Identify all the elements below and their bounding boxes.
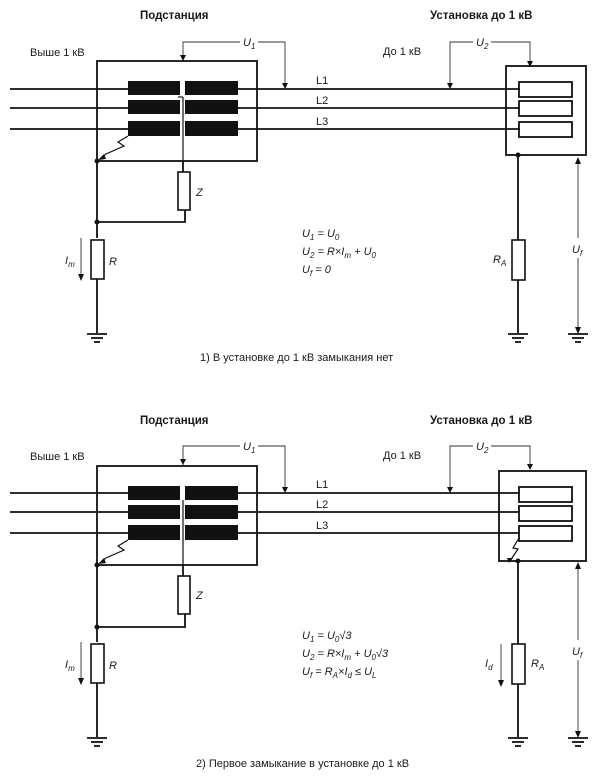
installation-enclosure bbox=[498, 470, 587, 562]
im-label: Im bbox=[65, 255, 75, 269]
transformer bbox=[128, 81, 238, 161]
resistor-ra bbox=[511, 643, 526, 685]
u1-voltage-bracket: U1 bbox=[180, 37, 288, 89]
diagram-first-fault: Подстанция Установка до 1 кВ Выше 1 кВ Д… bbox=[10, 415, 588, 770]
ra-label: RA bbox=[493, 254, 506, 268]
low-voltage-label: До 1 кВ bbox=[383, 46, 421, 58]
ra-label: RA bbox=[531, 658, 544, 672]
ground-icon bbox=[87, 737, 107, 747]
high-voltage-label: Выше 1 кВ bbox=[30, 451, 85, 463]
line-label-l1: L1 bbox=[316, 75, 328, 87]
ground-icon bbox=[568, 333, 588, 343]
substation-title: Подстанция bbox=[140, 10, 209, 22]
formulas: U1 = U0 U2 = R×Im + U0 Uf = 0 bbox=[302, 228, 377, 278]
fault-arc-icon bbox=[100, 539, 129, 563]
transformer bbox=[128, 486, 238, 565]
line-label-l3: L3 bbox=[316, 116, 328, 128]
load-phase-3 bbox=[518, 525, 573, 542]
line-label-l2: L2 bbox=[316, 499, 328, 511]
diagram-no-fault: Подстанция Установка до 1 кВ Выше 1 кВ Д… bbox=[10, 10, 588, 364]
impedance-z bbox=[177, 575, 191, 615]
u2-voltage-bracket: U2 bbox=[447, 441, 533, 493]
u2-voltage-bracket: U2 bbox=[447, 37, 533, 89]
u2-label: U2 bbox=[476, 37, 489, 51]
caption: 1) В установке до 1 кВ замыкания нет bbox=[200, 352, 393, 364]
ground-icon bbox=[87, 333, 107, 343]
z-label: Z bbox=[195, 590, 204, 602]
ground-icon bbox=[568, 737, 588, 747]
u1-label: U1 bbox=[243, 37, 255, 51]
load-phase-1 bbox=[518, 486, 573, 503]
impedance-z bbox=[177, 171, 191, 211]
formula-line: Uf = RA×Id ≤ UL bbox=[302, 666, 377, 680]
substation-title: Подстанция bbox=[140, 415, 209, 427]
installation-enclosure bbox=[505, 65, 587, 156]
u1-voltage-bracket: U1 bbox=[180, 441, 288, 493]
load-phase-1 bbox=[518, 81, 573, 98]
load-phase-3 bbox=[518, 121, 573, 138]
low-voltage-label: До 1 кВ bbox=[383, 450, 421, 462]
load-phase-2 bbox=[518, 505, 573, 522]
high-voltage-label: Выше 1 кВ bbox=[30, 47, 85, 59]
resistor-r bbox=[90, 239, 105, 280]
r-label: R bbox=[109, 660, 117, 672]
formula-line: U2 = R×Im + U0 bbox=[302, 246, 377, 260]
ground-icon bbox=[508, 333, 528, 343]
caption: 2) Первое замыкание в установке до 1 кВ bbox=[196, 758, 409, 770]
installation-title: Установка до 1 кВ bbox=[430, 415, 532, 427]
uf-label: Uf bbox=[572, 646, 583, 660]
u2-label: U2 bbox=[476, 441, 489, 455]
fault-arc-icon bbox=[100, 135, 129, 159]
formula-line: Uf = 0 bbox=[302, 264, 332, 278]
line-label-l3: L3 bbox=[316, 520, 328, 532]
fault-arc-icon bbox=[509, 537, 520, 562]
u1-label: U1 bbox=[243, 441, 255, 455]
substation-enclosure bbox=[96, 60, 258, 162]
ground-icon bbox=[508, 737, 528, 747]
im-label: Im bbox=[65, 659, 75, 673]
formulas: U1 = U0√3 U2 = R×Im + U0√3 Uf = RA×Id ≤ UL bbox=[302, 630, 389, 680]
z-label: Z bbox=[195, 187, 204, 199]
resistor-r bbox=[90, 643, 105, 684]
installation-title: Установка до 1 кВ bbox=[430, 10, 532, 22]
load-phase-2 bbox=[518, 100, 573, 117]
line-label-l1: L1 bbox=[316, 479, 328, 491]
resistor-ra bbox=[511, 239, 526, 281]
formula-line: U1 = U0√3 bbox=[302, 630, 352, 644]
id-label: Id bbox=[485, 658, 493, 672]
r-label: R bbox=[109, 256, 117, 268]
formula-line: U1 = U0 bbox=[302, 228, 340, 242]
substation-enclosure bbox=[96, 465, 258, 566]
uf-label: Uf bbox=[572, 244, 583, 258]
line-label-l2: L2 bbox=[316, 95, 328, 107]
formula-line: U2 = R×Im + U0√3 bbox=[302, 648, 389, 662]
